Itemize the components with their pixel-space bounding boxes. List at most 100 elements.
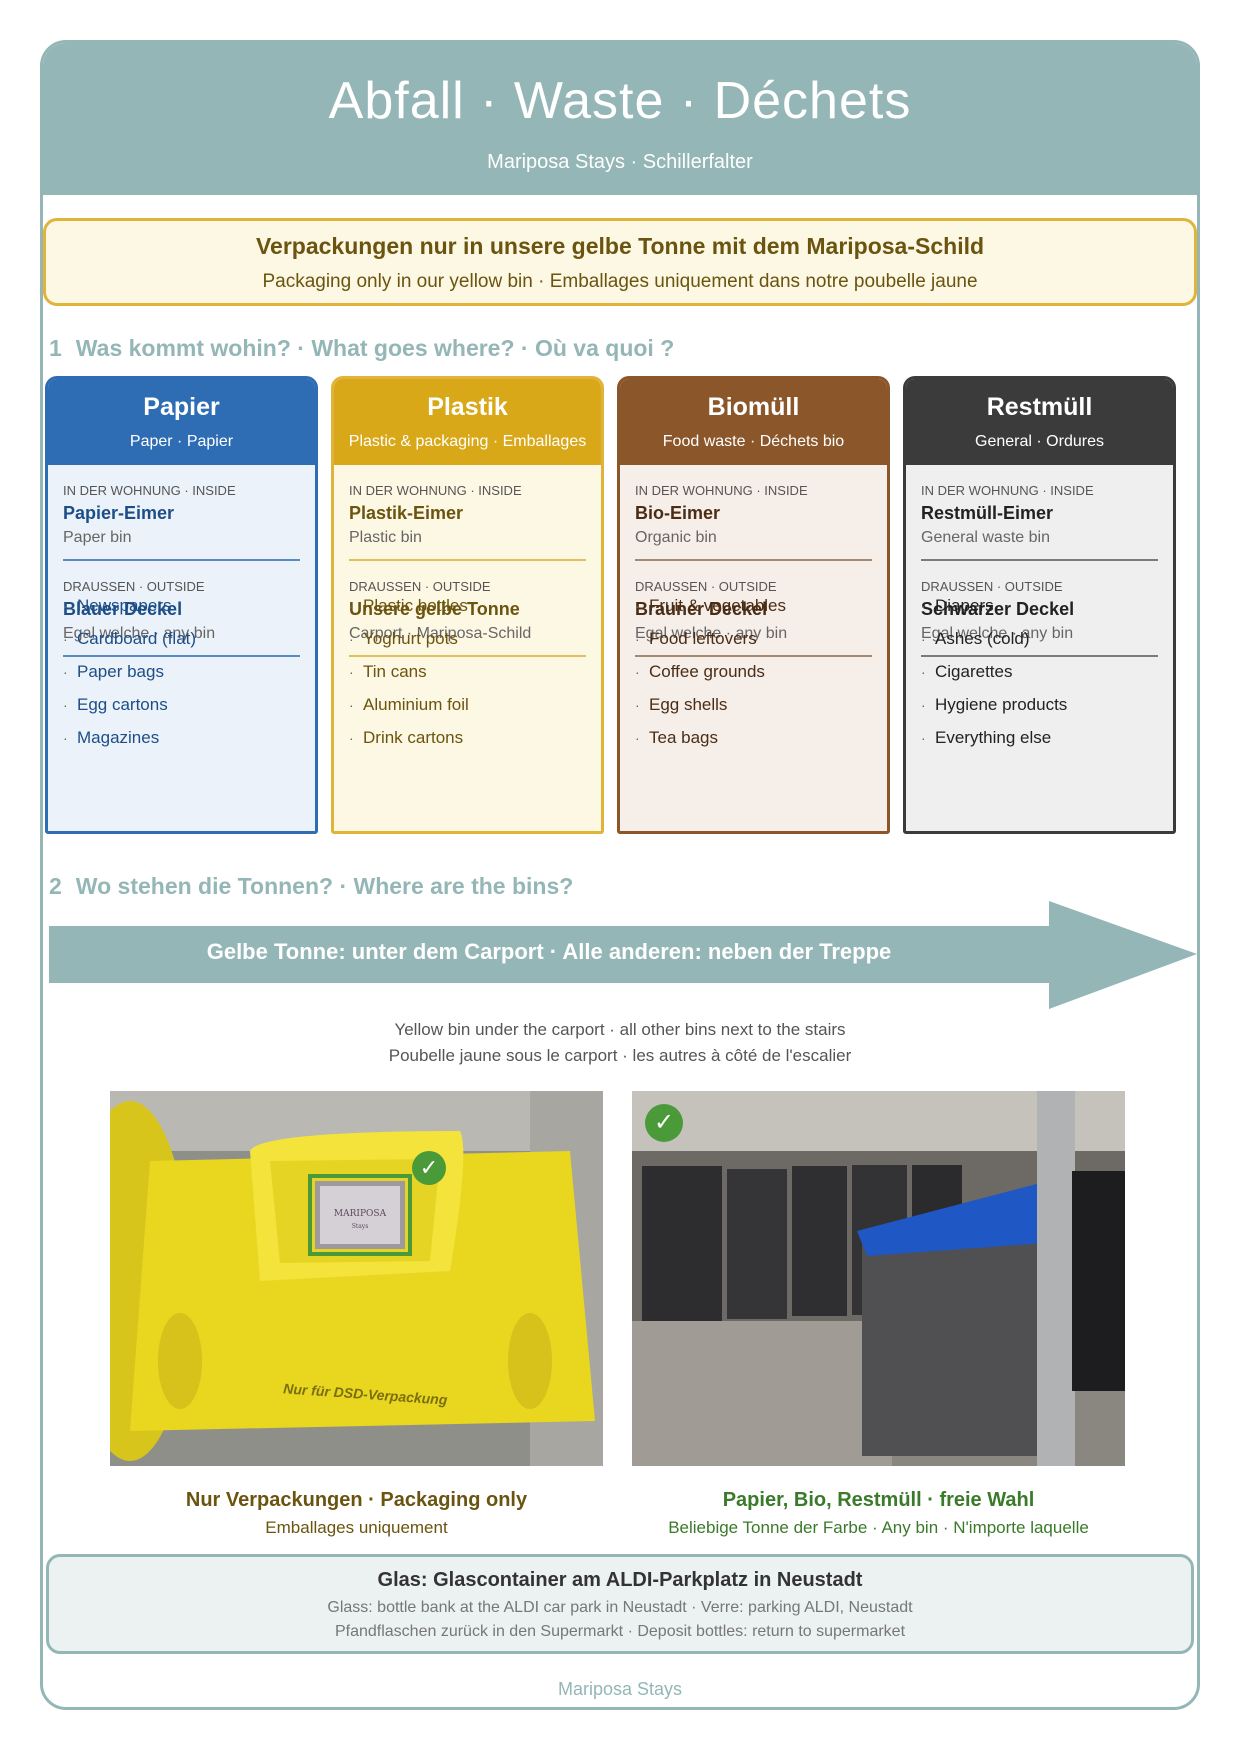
outside-block: DRAUSSEN · OUTSIDE Blauer Deckel Egal we… [63,561,300,657]
list-item: ·Magazines [63,727,160,747]
inside-block: IN DER WOHNUNG · INSIDE Papier-Eimer Pap… [63,465,300,561]
list-item: ·Cardboard (flat) [63,628,197,648]
inside-block: IN DER WOHNUNG · INSIDE Plastik-Eimer Pl… [349,465,586,561]
list-item: ·Tea bags [635,727,718,747]
list-item: ·Ashes (cold) [921,628,1030,648]
outside-bin: Blauer Deckel [63,599,183,619]
outside-block: DRAUSSEN · OUTSIDE Schwarzer Deckel Egal… [921,561,1158,657]
list-item: ·Yoghurt pots [349,628,458,648]
list-item: ·Hygiene products [921,694,1068,714]
list-item: ·Egg shells [635,694,728,714]
outside-bin: Brauner Deckel [635,599,768,619]
section-title: Was kommt wohin? · What goes where? · Où… [75,335,675,361]
card-subtitle: Food waste · Déchets bio [662,433,845,450]
list-item: ·Diapers [921,595,994,615]
card-header: Biomüll Food waste · Déchets bio [620,379,887,465]
check-icon: ✓ [412,1151,446,1185]
yellow-bin-photo: MARIPOSA Stays Nur für DSD-Verpackung ✓ [110,1091,603,1466]
outside-label: DRAUSSEN · OUTSIDE [635,579,777,594]
glass-line-2: Pfandflaschen zurück in den Supermarkt ·… [334,1623,906,1640]
list-item: ·Egg cartons [63,694,168,714]
item-list: ·Plastic bottles ·Yoghurt pots ·Tin cans… [349,589,469,754]
location-english: Yellow bin under the carport · all other… [394,1020,846,1039]
glass-info-box: Glas: Glascontainer am ALDI-Parkplatz in… [46,1554,1194,1654]
item-list: ·Fruit & vegetables ·Food leftovers ·Cof… [635,589,786,754]
page-frame: Abfall · Waste · Déchets Mariposa Stays … [40,40,1200,1710]
card-header: Restmüll General · Ordures [906,379,1173,465]
card-title: Plastik [427,393,508,421]
carport-bins-photo: ✓ [632,1091,1125,1466]
card-subtitle: Paper · Papier [129,433,234,450]
outside-desc: Carport · Mariposa-Schild [349,625,532,642]
outside-label: DRAUSSEN · OUTSIDE [63,579,205,594]
card-restmuell: Restmüll General · Ordures IN DER WOHNUN… [903,376,1176,834]
list-item: ·Aluminium foil [349,694,469,714]
outside-label: DRAUSSEN · OUTSIDE [921,579,1063,594]
card-header: Papier Paper · Papier [48,379,315,465]
arrow-text: Gelbe Tonne: unter dem Carport · Alle an… [206,939,892,964]
card-biomuell: Biomüll Food waste · Déchets bio IN DER … [617,376,890,834]
outside-desc: Egal welche · any bin [921,625,1074,642]
outside-desc: Egal welche · any bin [63,625,216,642]
page-header: Abfall · Waste · Déchets Mariposa Stays … [43,43,1197,195]
card-header: Plastik Plastic & packaging · Emballages [334,379,601,465]
inside-desc: Plastic bin [349,529,422,546]
list-item: ·Cigarettes [921,661,1013,681]
card-plastik: Plastik Plastic & packaging · Emballages… [331,376,604,834]
item-list: ·Diapers ·Ashes (cold) ·Cigarettes ·Hygi… [921,589,1067,754]
list-item: ·Drink cartons [349,727,464,747]
list-item: ·Plastic bottles [349,595,468,615]
section-heading-where-bins: 2 Wo stehen die Tonnen? · Where are the b… [49,873,573,900]
section-heading-what-goes-where: 1 Was kommt wohin? · What goes where? · O… [49,335,674,362]
check-icon: ✓ [645,1104,683,1142]
glass-title: Glas: Glascontainer am ALDI-Parkplatz in… [377,1569,863,1591]
location-arrow: Gelbe Tonne: unter dem Carport · Alle an… [49,901,1197,1011]
inside-desc: Organic bin [635,529,717,546]
photo-caption: Papier, Bio, Restmüll · freie Wahl [722,1489,1035,1511]
inside-block: IN DER WOHNUNG · INSIDE Restmüll-Eimer G… [921,465,1158,561]
outside-label: DRAUSSEN · OUTSIDE [349,579,491,594]
section-number: 1 [49,335,62,361]
notice-subtitle: Packaging only in our yellow bin · Embal… [262,271,978,292]
packaging-notice: Verpackungen nur in unsere gelbe Tonne m… [43,218,1197,306]
sign-text: MARIPOSA [334,1209,387,1219]
inside-desc: General waste bin [921,529,1050,546]
card-title: Restmüll [986,393,1093,421]
list-item: ·Everything else [921,727,1052,747]
list-item: ·Tin cans [349,661,427,681]
inside-bin: Restmüll-Eimer [921,503,1054,523]
photo-caption: Nur Verpackungen · Packaging only [185,1489,528,1511]
footer-brand: Mariposa Stays [557,1679,683,1699]
list-item: ·Coffee grounds [635,661,765,681]
inside-label: IN DER WOHNUNG · INSIDE [63,483,236,498]
inside-block: IN DER WOHNUNG · INSIDE Bio-Eimer Organi… [635,465,872,561]
location-french: Poubelle jaune sous le carport · les aut… [388,1046,852,1065]
sign-subtext: Stays [352,1223,369,1230]
notice-title: Verpackungen nur in unsere gelbe Tonne m… [255,233,985,259]
outside-bin: Unsere gelbe Tonne [349,599,520,619]
outside-bin: Schwarzer Deckel [921,599,1075,619]
list-item: ·Paper bags [63,661,164,681]
inside-bin: Bio-Eimer [635,503,721,523]
card-subtitle: General · Ordures [975,433,1104,450]
card-papier: Papier Paper · Papier IN DER WOHNUNG · I… [45,376,318,834]
section-number: 2 [49,873,62,899]
inside-label: IN DER WOHNUNG · INSIDE [349,483,522,498]
page-title: Abfall · Waste · Déchets [328,72,912,130]
page-subtitle: Mariposa Stays · Schillerfalter [487,151,753,173]
inside-label: IN DER WOHNUNG · INSIDE [635,483,808,498]
arrow-shape [49,901,1197,1009]
photo-subcaption: Emballages uniquement [265,1518,448,1537]
card-title: Biomüll [707,393,800,421]
inside-bin: Plastik-Eimer [349,503,464,523]
card-subtitle: Plastic & packaging · Emballages [348,433,587,450]
glass-line-1: Glass: bottle bank at the ALDI car park … [327,1599,913,1616]
item-list: ·Newspapers ·Cardboard (flat) ·Paper bag… [63,589,196,754]
list-item: ·Food leftovers [635,628,757,648]
photo-subcaption: Beliebige Tonne der Farbe · Any bin · N'… [668,1518,1089,1537]
inside-desc: Paper bin [63,529,132,546]
inside-bin: Papier-Eimer [63,503,175,523]
inside-label: IN DER WOHNUNG · INSIDE [921,483,1094,498]
outside-desc: Egal welche · any bin [635,625,788,642]
section-title: Wo stehen die Tonnen? · Where are the bi… [75,873,574,899]
